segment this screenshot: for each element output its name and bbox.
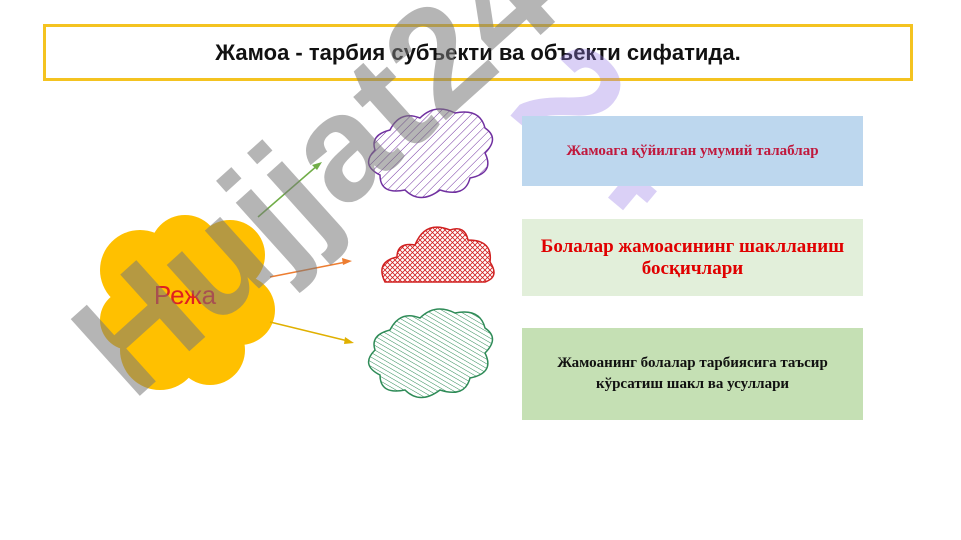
box-methods: Жамоанинг болалар тарбиясига таъсир кўрс… [522,328,863,420]
purple-cloud-icon [367,108,494,199]
arrow-down-icon [269,321,354,344]
box-requirements: Жамоага қўйилган умумий талаблар [522,116,863,186]
box-stages: Болалар жамоасининг шаклланиш босқичлари [522,219,863,296]
arrow-mid-icon [269,258,352,278]
green-cloud-icon [367,308,494,399]
reja-cloud [100,215,275,390]
reja-label: Режа [153,280,217,310]
arrow-up-icon [257,162,322,218]
slide-title: Жамоа - тарбия субъекти ва объекти сифат… [43,24,913,81]
red-cloud-icon [381,226,495,283]
